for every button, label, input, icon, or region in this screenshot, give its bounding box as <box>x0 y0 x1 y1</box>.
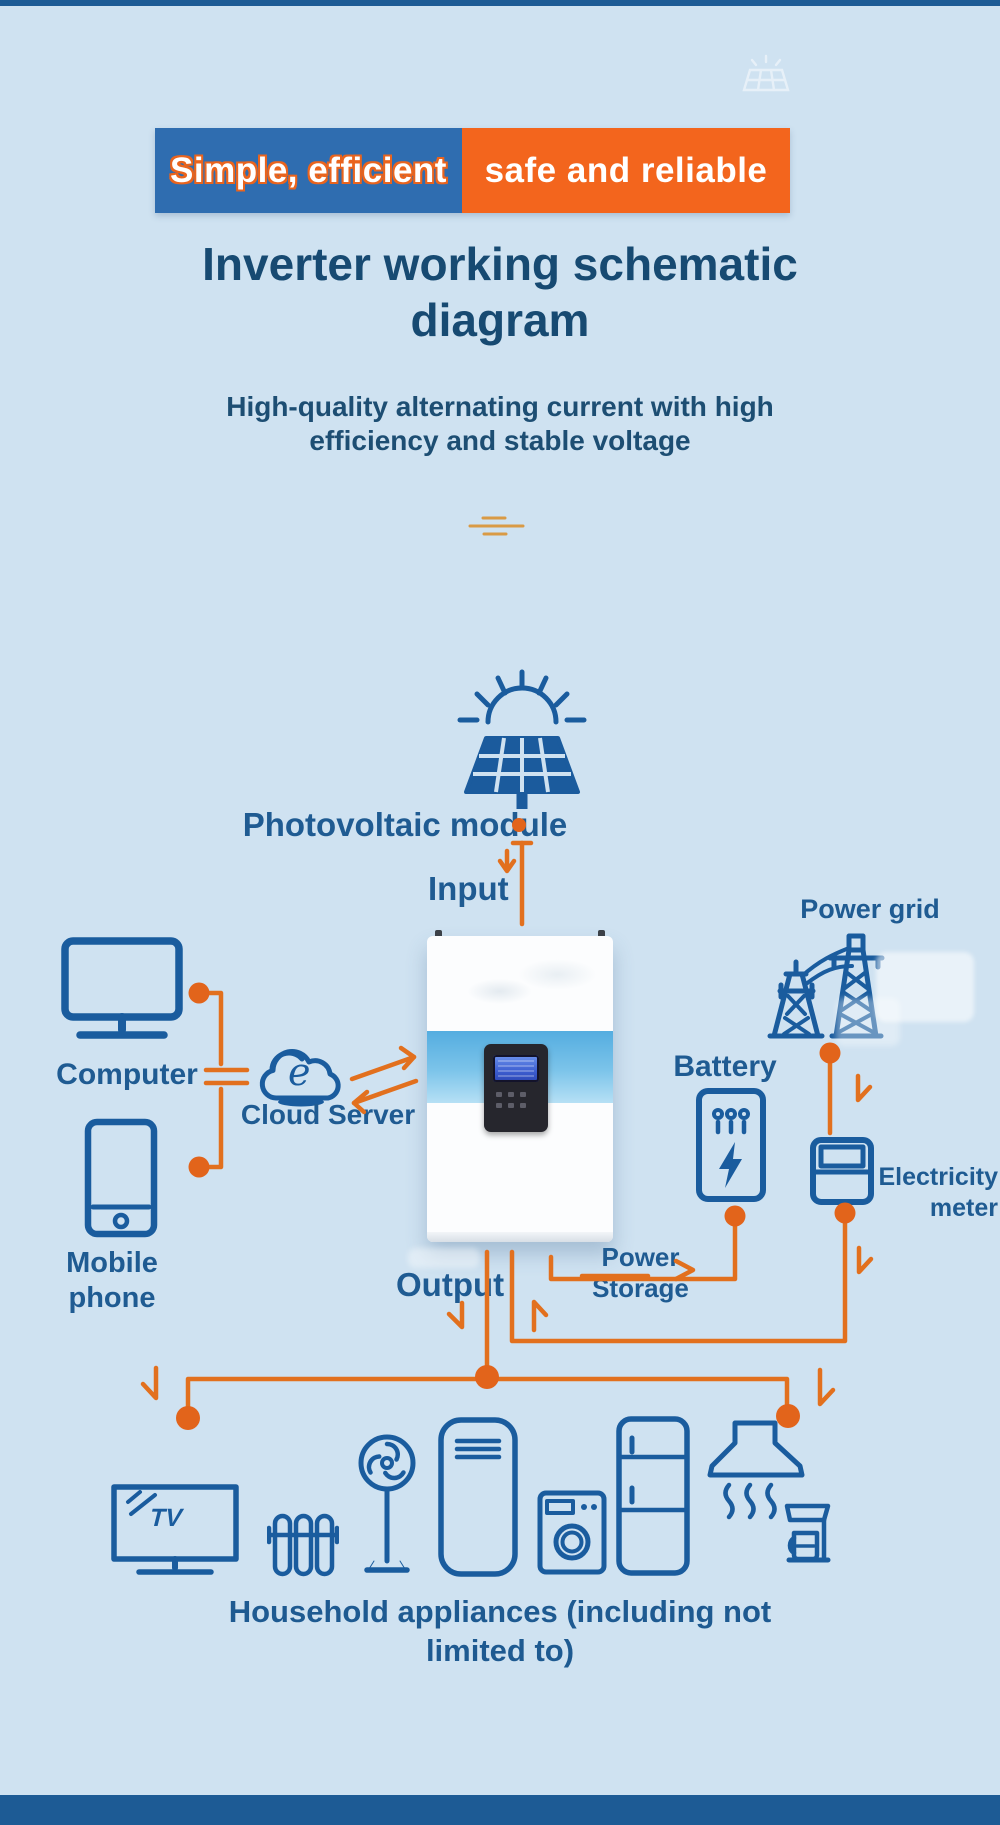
coffee-maker-icon <box>784 1503 831 1563</box>
tv-icon <box>111 1484 239 1575</box>
washing-machine-icon <box>537 1490 607 1575</box>
inverter-base-shadow <box>427 1232 613 1242</box>
divider-icon <box>468 516 525 536</box>
inverter-cloud-print <box>435 948 605 1018</box>
power-storage-label: Power Storage <box>592 1242 689 1303</box>
computer-label: Computer <box>56 1058 198 1091</box>
watermark-blob-small <box>836 998 900 1046</box>
inverter-control-panel <box>484 1044 548 1132</box>
power-grid-icon <box>767 933 885 1039</box>
output-label: Output <box>396 1266 505 1303</box>
top-bar <box>0 0 1000 6</box>
cloud-server-label: Cloud Server <box>240 1099 416 1130</box>
mobile-phone-icon <box>84 1118 158 1238</box>
input-label: Input <box>428 870 509 907</box>
banner-left-text: Simple, efficient <box>170 150 447 190</box>
watermark-smudge <box>408 1248 480 1268</box>
banner-right-text: safe and reliable <box>484 150 768 190</box>
banner-left: Simple, efficient <box>155 128 462 213</box>
power-grid-label: Power grid <box>800 894 940 924</box>
battery-icon <box>696 1088 766 1202</box>
range-hood-icon <box>707 1420 805 1520</box>
refrigerator-icon <box>616 1416 690 1576</box>
computer-icon <box>61 937 183 1039</box>
watermark-blob <box>876 952 974 1022</box>
pv-module-icon <box>457 669 587 809</box>
cloud-server-icon <box>259 1049 341 1107</box>
bottom-bar <box>0 1795 1000 1825</box>
inverter-lcd-screen <box>493 1055 539 1082</box>
mobile-phone-label: Mobile phone <box>66 1247 158 1314</box>
appliances-caption: Household appliances (including not limi… <box>228 1594 772 1668</box>
watermark-solar-icon <box>742 54 790 92</box>
fan-icon <box>358 1434 416 1573</box>
pv-module-label: Photovoltaic module <box>242 806 568 843</box>
banner: Simple, efficient safe and reliable <box>155 128 790 213</box>
inverter-body <box>427 936 613 1242</box>
inverter-buttons <box>496 1092 536 1108</box>
air-conditioner-icon <box>438 1417 518 1577</box>
inverter-image <box>427 928 613 1246</box>
electricity-meter-icon <box>810 1137 874 1205</box>
page-subtitle: High-quality alternating current with hi… <box>226 391 774 456</box>
page-title: Inverter working schematic diagram <box>202 238 798 346</box>
electricity-meter-label: Electricity meter <box>878 1163 998 1222</box>
radiator-icon <box>267 1513 339 1577</box>
cloud-letter: e <box>288 1050 311 1094</box>
battery-label: Battery <box>673 1050 777 1083</box>
banner-right: safe and reliable <box>462 128 790 213</box>
